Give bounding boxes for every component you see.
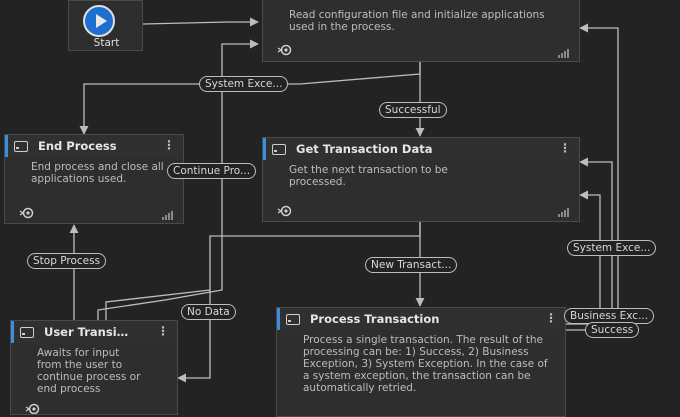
- state-icon: [14, 140, 28, 152]
- state-header: Get Transaction Data ⋮: [263, 138, 579, 160]
- transition-system-exception-retry[interactable]: System Exce...: [567, 240, 657, 256]
- state-title: User Transi…: [44, 325, 129, 339]
- state-icon: [272, 143, 286, 155]
- state-title: End Process: [38, 139, 117, 153]
- transition-system-exception[interactable]: System Exce...: [199, 76, 289, 92]
- state-title: Get Transaction Data: [296, 142, 433, 156]
- target-icon: [25, 403, 40, 414]
- kebab-menu-icon[interactable]: ⋮: [545, 311, 557, 325]
- kebab-menu-icon[interactable]: ⋮: [559, 141, 571, 155]
- transition-continue-process[interactable]: Continue Pro...: [167, 163, 257, 179]
- kebab-menu-icon[interactable]: ⋮: [163, 138, 175, 152]
- signal-bars-icon: [162, 211, 173, 220]
- state-initialization[interactable]: Read configuration file and initialize a…: [262, 0, 580, 62]
- state-get-transaction-data[interactable]: Get Transaction Data ⋮ Get the next tran…: [262, 137, 580, 222]
- transition-success[interactable]: Success: [585, 322, 640, 338]
- state-description: Process a single transaction. The result…: [303, 334, 548, 394]
- state-icon: [286, 313, 300, 325]
- transition-no-data[interactable]: No Data: [181, 304, 236, 320]
- target-icon: [19, 207, 34, 219]
- signal-bars-icon: [558, 208, 569, 217]
- state-title: Process Transaction: [310, 312, 440, 326]
- state-header: Process Transaction ⋮: [277, 308, 565, 330]
- state-end-process[interactable]: End Process ⋮ End process and close all …: [4, 134, 184, 224]
- state-header: End Process ⋮: [5, 135, 183, 157]
- state-description: End process and close all applications u…: [31, 161, 164, 185]
- kebab-menu-icon[interactable]: ⋮: [157, 324, 169, 338]
- transition-new-transaction[interactable]: New Transact...: [365, 257, 458, 273]
- transition-business-exception[interactable]: Business Exc...: [564, 308, 655, 324]
- transition-stop-process[interactable]: Stop Process: [27, 253, 107, 269]
- signal-bars-icon: [558, 49, 569, 58]
- target-icon: [277, 205, 292, 217]
- transition-successful[interactable]: Successful: [379, 102, 447, 118]
- start-node[interactable]: Start: [68, 0, 143, 51]
- state-description: Get the next transaction to be processed…: [289, 164, 448, 188]
- state-description: Awaits for input from the user to contin…: [37, 347, 141, 395]
- state-user-transition[interactable]: User Transi… ⋮ Awaits for input from the…: [10, 320, 178, 415]
- state-icon: [20, 326, 34, 338]
- state-process-transaction[interactable]: Process Transaction ⋮ Process a single t…: [276, 307, 566, 417]
- state-header: User Transi… ⋮: [11, 321, 177, 343]
- target-icon: [277, 44, 292, 56]
- play-icon[interactable]: [83, 5, 115, 37]
- state-description: Read configuration file and initialize a…: [289, 9, 545, 33]
- start-label: Start: [93, 37, 120, 49]
